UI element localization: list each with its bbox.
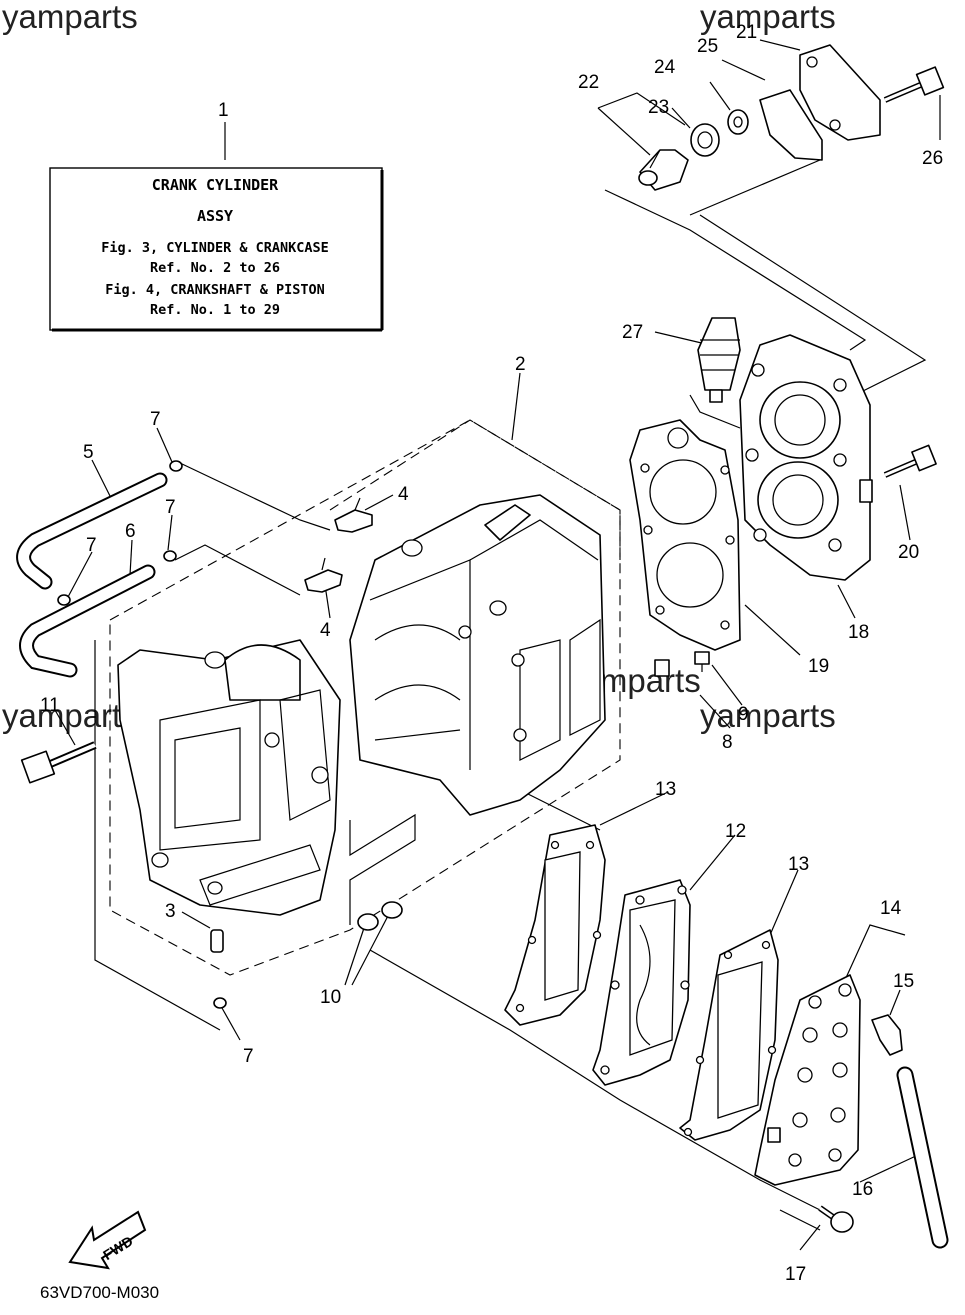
- info-box: CRANK CYLINDER ASSY Fig. 3, CYLINDER & C…: [49, 122, 384, 332]
- washer: [727, 109, 749, 135]
- thermostat-cover: [799, 44, 881, 141]
- callout: 25: [697, 36, 718, 57]
- callout: 13: [788, 854, 809, 875]
- callout: 2: [515, 354, 526, 375]
- bolt: [20, 741, 97, 784]
- dowel-pins: [357, 901, 403, 931]
- info-box-line: Fig. 3, CYLINDER & CRANKCASE: [101, 240, 329, 256]
- callout: 7: [243, 1046, 254, 1067]
- assembly-outline-cylinder: [329, 419, 621, 560]
- bolt: [818, 1205, 854, 1233]
- callout: 3: [165, 901, 176, 922]
- info-box-line: Fig. 4, CRANKSHAFT & PISTON: [105, 282, 324, 298]
- cylinder-block: [349, 494, 606, 816]
- callout: 12: [725, 821, 746, 842]
- dowel-pin: [210, 929, 224, 953]
- callout: 23: [648, 97, 669, 118]
- bolt: [883, 66, 945, 103]
- callout: 7: [150, 409, 161, 430]
- hose-clip: [169, 460, 183, 472]
- hose-clip: [213, 997, 227, 1009]
- callout: 8: [722, 732, 733, 753]
- callout: 20: [898, 542, 919, 563]
- callout: 1: [218, 100, 229, 121]
- callout: 10: [320, 987, 341, 1008]
- callout: 7: [86, 535, 97, 556]
- forward-direction-icon: FWD: [68, 1210, 147, 1270]
- callout: 16: [852, 1179, 873, 1200]
- callout: 17: [785, 1264, 806, 1285]
- hose: [19, 564, 156, 678]
- callout: 5: [83, 442, 94, 463]
- spark-plug: [697, 317, 741, 403]
- info-box-subtitle: ASSY: [197, 207, 233, 225]
- seal-ring: [690, 123, 720, 157]
- hose-clip: [163, 550, 177, 562]
- info-box-title: CRANK CYLINDER: [152, 176, 279, 194]
- hose: [896, 1066, 949, 1249]
- callout: 19: [808, 656, 829, 677]
- info-box-line: Ref. No. 1 to 29: [150, 302, 280, 318]
- watermark: yamparts: [700, 0, 836, 35]
- info-box-line: Ref. No. 2 to 26: [150, 260, 280, 276]
- callout: 15: [893, 971, 914, 992]
- elbow-fitting: [304, 557, 343, 593]
- watermark: yamparts: [700, 697, 836, 734]
- diagram-code: 63VD700-M030: [40, 1283, 159, 1302]
- watermark: yamparts: [2, 697, 138, 734]
- exhaust-cover: [754, 974, 861, 1186]
- callout: 21: [736, 22, 757, 43]
- cylinder-head: [739, 334, 873, 581]
- head-gasket: [629, 419, 741, 651]
- bolt: [883, 444, 937, 478]
- exhaust-gasket: [504, 824, 606, 1026]
- callout-labels: 1 2 3 4 4 5 6 7 7 7 7 8 9 10 11 12 13 13…: [40, 22, 943, 1285]
- callout: 7: [165, 497, 176, 518]
- callout: 6: [125, 521, 136, 542]
- exhaust-plate: [592, 879, 691, 1086]
- elbow-fitting: [334, 497, 373, 533]
- callout: 24: [654, 57, 676, 78]
- screw: [694, 651, 710, 672]
- hose-clip: [57, 594, 71, 606]
- callout: 13: [655, 779, 676, 800]
- callout: 18: [848, 622, 869, 643]
- callout: 11: [40, 695, 60, 716]
- callout: 9: [738, 704, 749, 725]
- callout: 26: [922, 148, 943, 169]
- thermostat-fitting: [638, 149, 689, 191]
- leader-lines: [54, 39, 941, 1251]
- plug: [654, 659, 670, 677]
- cover-gasket: [759, 89, 823, 161]
- callout: 14: [880, 898, 902, 919]
- callout: 4: [398, 484, 409, 505]
- watermark: yamparts: [2, 0, 138, 35]
- callout: 22: [578, 72, 599, 93]
- callout: 27: [622, 322, 643, 343]
- callout: 4: [320, 620, 331, 641]
- hose: [16, 472, 168, 590]
- exhaust-gasket: [679, 929, 779, 1141]
- crankcase: [117, 639, 341, 916]
- water-elbow: [871, 1014, 903, 1056]
